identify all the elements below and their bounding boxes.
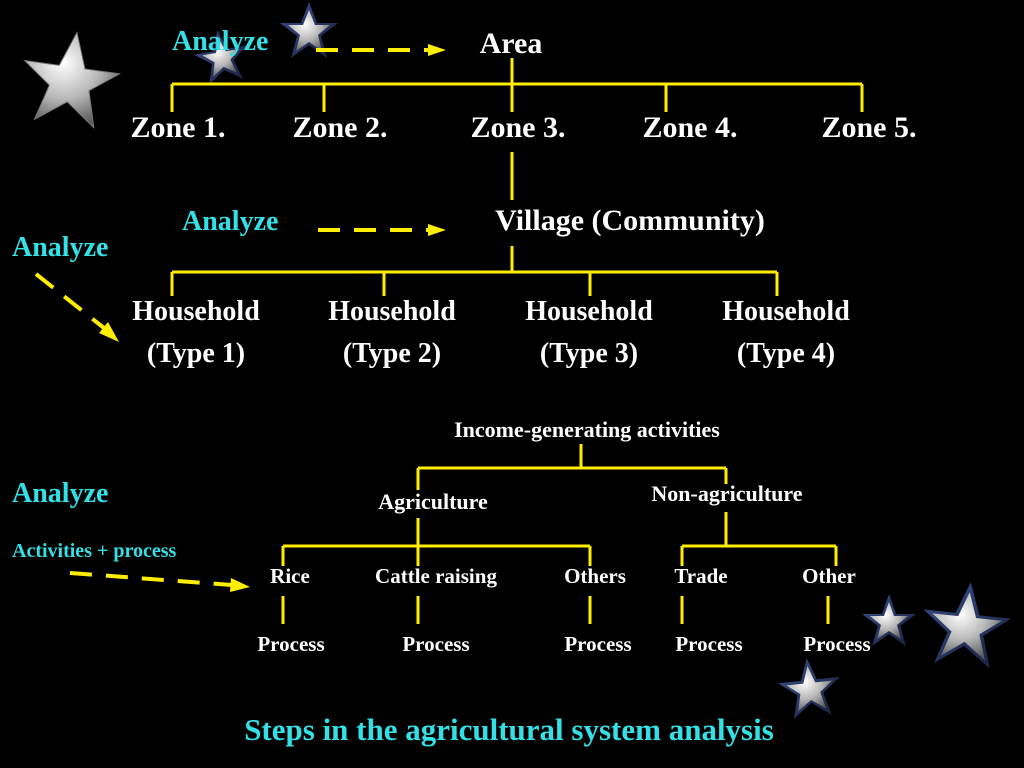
analyze-label-top: Analyze (172, 26, 268, 57)
agriculture-node: Agriculture (378, 489, 488, 514)
process-node: Process (564, 632, 631, 656)
zone-node: Zone 5. (821, 111, 916, 144)
star-icon (280, 2, 338, 58)
tree-connectors (170, 58, 864, 624)
process-node: Process (803, 632, 870, 656)
process-node: Process (675, 632, 742, 656)
star-icon (194, 30, 248, 85)
analyze-arrow-top (316, 44, 446, 56)
zone-node: Zone 2. (292, 111, 387, 144)
analyze-arrow-activities (69, 571, 250, 592)
activities-process-label: Activities + process (12, 540, 177, 562)
household-title: Household (328, 296, 456, 327)
household-title: Household (722, 296, 850, 327)
analyze-label-activities: Analyze (12, 478, 108, 509)
star-icon (778, 658, 840, 719)
zone-node: Zone 3. (470, 111, 565, 144)
analyze-label-village: Analyze (182, 206, 278, 237)
household-title: Household (525, 296, 653, 327)
zone-node: Zone 4. (642, 111, 737, 144)
diagram-caption: Steps in the agricultural system analysi… (244, 712, 774, 747)
household-type: (Type 3) (540, 338, 638, 369)
star-icon (23, 31, 122, 130)
village-node: Village (Community) (495, 204, 765, 237)
household-title: Household (132, 296, 260, 327)
activity-node: Rice (270, 564, 310, 588)
activity-node: Other (802, 564, 856, 588)
activity-node: Cattle raising (375, 564, 497, 588)
process-node: Process (257, 632, 324, 656)
area-node: Area (480, 27, 543, 60)
star-icon (862, 594, 916, 646)
analyze-label-household: Analyze (12, 232, 108, 263)
non-agriculture-node: Non-agriculture (651, 481, 802, 506)
analyze-arrow-household (34, 272, 119, 342)
household-type: (Type 1) (147, 338, 245, 369)
analyze-arrow-village (318, 224, 446, 236)
process-node: Process (402, 632, 469, 656)
income-node: Income-generating activities (454, 417, 720, 442)
household-type: (Type 4) (737, 338, 835, 369)
activity-node: Trade (674, 564, 727, 588)
star-icon (923, 582, 1012, 669)
zone-node: Zone 1. (130, 111, 225, 144)
household-type: (Type 2) (343, 338, 441, 369)
activity-node: Others (564, 564, 626, 588)
